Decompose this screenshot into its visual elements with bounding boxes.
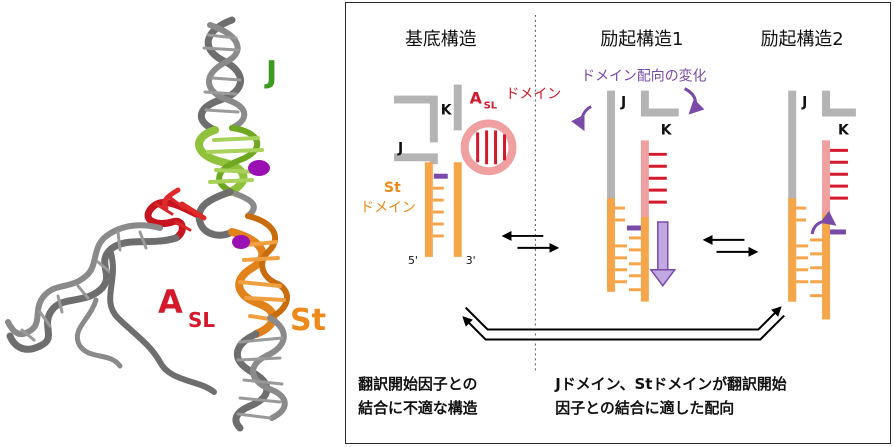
rna-purple-nucleotide-1: [248, 160, 270, 176]
ground-label-3prime: 3': [466, 254, 476, 267]
ground-state-diagram: K J A SL ドメイン St ドメイン 5' 3': [360, 84, 562, 267]
ground-label-j: J: [397, 140, 403, 156]
rna-backbone-st-b: [245, 213, 290, 321]
excited2-k-strand: [822, 90, 856, 117]
excited1-st-pairs: [615, 206, 641, 292]
excited1-shift-arrow-head: [649, 269, 677, 287]
rotation-arrow-left: [571, 105, 592, 132]
title-excited-state-2: 励起構造2: [761, 29, 844, 50]
excited1-label-k: K: [661, 122, 673, 138]
equilibrium-arrows-1: [501, 230, 560, 253]
excited2-diagram: J K: [788, 90, 856, 320]
ground-label-domain: ドメイン: [506, 87, 562, 103]
equilibrium-arrows-2: [702, 234, 759, 257]
ground-st-pairs: [432, 186, 444, 238]
rna-backbone-left-arm-a: [6, 234, 180, 353]
long-equilibrium-arrows: [462, 306, 785, 341]
ground-label-st-domain: ドメイン: [360, 200, 416, 216]
excited1-label-j: J: [620, 95, 626, 111]
caption-left-line2: 結合に不適な構造: [358, 399, 477, 417]
rna-purple-nucleotide-2: [232, 235, 250, 249]
ground-label-k: K: [441, 102, 453, 118]
rna-backbone-mid-b: [233, 191, 257, 219]
rna-bases-asl: [154, 194, 192, 232]
label-asl-sub: SL: [188, 308, 215, 332]
rna-backbone-bottom-b: [250, 315, 288, 421]
rna-bases-bottom: [236, 336, 284, 420]
ground-k-strand: [394, 95, 438, 143]
excited1-diagram: ドメイン配向の変化 J K: [571, 68, 707, 302]
label-st-domain: St: [290, 303, 326, 338]
excited2-asl-pairs: [830, 148, 848, 200]
rna-backbone-top-b: [206, 22, 248, 131]
rna-backbone-j-b: [216, 125, 261, 197]
title-excited-state-1: 励起構造1: [600, 29, 683, 50]
excited1-asl-pairs: [648, 152, 667, 204]
excited2-label-k: K: [838, 122, 850, 138]
rotation-arrow-right: [683, 87, 705, 115]
title-ground-state: 基底構造: [405, 29, 477, 50]
caption-right-line2: 因子との結合に適した配向: [555, 399, 734, 417]
excited2-label-j: J: [801, 95, 807, 111]
ground-asl-loop: [460, 119, 517, 176]
ground-label-5prime: 5': [408, 254, 418, 267]
rna-backbone-down-arm: [107, 247, 217, 395]
rna-backbone-down-arm-b: [74, 297, 123, 369]
schematic-panel: 基底構造 励起構造1 励起構造2 K J A SL ドメイン St ドメイン 5…: [345, 2, 891, 444]
caption-right-line1: Jドメイン、Stドメインが翻訳開始: [554, 375, 787, 393]
ground-label-asl-main: A: [470, 89, 483, 108]
label-j-domain: J: [264, 55, 277, 90]
excited1-k-strand: [640, 90, 679, 117]
rna-bases-top: [202, 33, 242, 114]
ground-asl-pairs: [476, 130, 507, 165]
label-orientation-change: ドメイン配向の変化: [581, 68, 706, 85]
excited2-flip-arrow: [810, 210, 837, 235]
label-asl-main: A: [158, 283, 183, 321]
rna-backbone-mid: [195, 188, 236, 239]
rna-3d-structure: J A SL St: [5, 16, 326, 432]
ground-label-asl-sub: SL: [484, 101, 498, 112]
ground-j-strand: [394, 153, 438, 165]
excited1-shift-arrow-body: [657, 221, 669, 273]
rna-backbone-asl-b: [162, 187, 207, 221]
excited2-st-pairs: [796, 206, 823, 298]
caption-left-line1: 翻訳開始因子との: [358, 375, 477, 393]
rna-bases-left-arm: [20, 230, 148, 342]
ground-label-st: St: [384, 180, 401, 196]
